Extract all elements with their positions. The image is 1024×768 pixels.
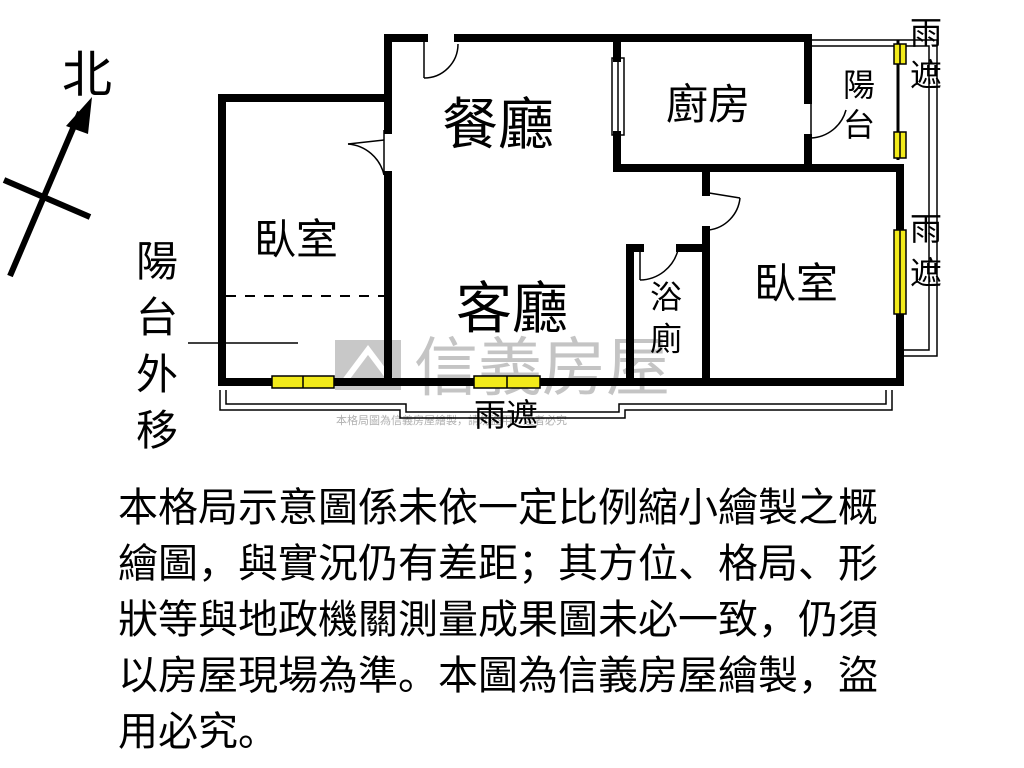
room-dining: 餐廳 [442,93,554,158]
balcony-moved-char-3: 外 [136,350,178,399]
room-bathroom-char-1: 浴 [650,278,682,316]
sliding-partition [611,57,625,136]
floor-plan: 信義房屋 本格局圖為信義房屋繪製，請勿盜用，違者必究 北 [2,14,942,455]
annotation-rain-cover-top: 雨 遮 [910,14,942,94]
rain-cover-outline [219,39,938,419]
annotation-rain-cover-right: 雨 遮 [910,210,942,292]
room-bedroom-right: 臥室 [754,259,838,308]
room-balcony: 陽 台 [843,66,875,144]
disclaimer-text: 本格局示意圖係未依一定比例縮小繪製之概 繪圖，與實況仍有差距；其方位、格局、形 … [118,480,1024,760]
room-living: 客廳 [456,277,568,342]
annotation-rain-cover-bottom: 雨遮 [474,396,538,434]
disclaimer-line: 狀等與地政機關測量成果圖未必一致，仍須 [118,597,878,643]
room-balcony-char-1: 陽 [843,66,875,104]
room-balcony-char-2: 台 [843,106,875,144]
doors [347,34,847,281]
watermark-notice: 本格局圖為信義房屋繪製，請勿盜用，違者必究 [336,413,567,427]
windows [271,43,907,389]
disclaimer-line: 繪圖，與實況仍有差距；其方位、格局、形 [118,541,878,587]
disclaimer-line: 用必究。 [118,709,278,755]
disclaimer-line: 本格局示意圖係未依一定比例縮小繪製之概 [118,485,878,531]
annotation-balcony-moved: 陽 台 外 移 [136,237,178,455]
rain-cover-right-char-2: 遮 [910,254,942,292]
room-bathroom: 浴 廁 [650,278,682,358]
walls [218,34,904,386]
north-arrow-icon [2,97,92,278]
room-kitchen: 廚房 [666,80,750,129]
balcony-moved-char-2: 台 [136,293,178,342]
north-label: 北 [62,46,112,104]
balcony-moved-char-4: 移 [136,406,178,455]
rain-cover-top-char-1: 雨 [910,14,942,52]
rain-cover-top-char-2: 遮 [910,56,942,94]
room-bedroom-left: 臥室 [254,215,338,264]
disclaimer-line: 以房屋現場為準。本圖為信義房屋繪製，盜 [118,653,878,699]
rain-cover-right-char-1: 雨 [910,210,942,248]
room-bathroom-char-2: 廁 [650,320,682,358]
balcony-moved-char-1: 陽 [136,237,178,286]
